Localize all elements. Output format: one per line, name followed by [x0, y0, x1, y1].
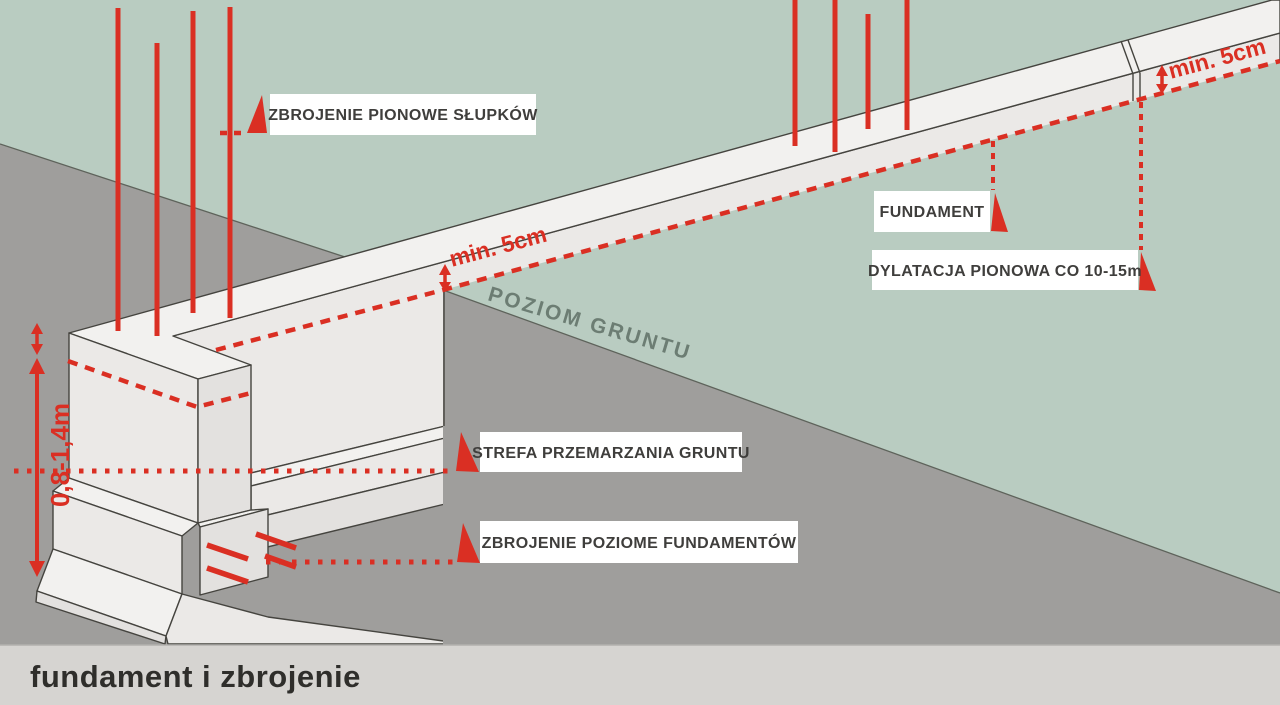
page-title: fundament i zbrojenie [30, 659, 361, 694]
label-flag-icon [247, 95, 267, 133]
label-flag-icon [1139, 252, 1156, 291]
title-bar [0, 645, 1280, 705]
label-frost-zone: STREFA PRZEMARZANIA GRUNTU [456, 432, 750, 472]
label-expansion-joint: DYLATACJA PIONOWA CO 10-15m [868, 250, 1156, 291]
min-clearance-arrow-mid [439, 264, 451, 292]
rebar-line [264, 553, 297, 570]
label-text: ZBROJENIE PIONOWE SŁUPKÓW [268, 105, 538, 124]
label-text: ZBROJENIE POZIOME FUNDAMENTÓW [482, 533, 797, 552]
vertical-rebar-right-group [792, 0, 910, 152]
label-flag-icon [456, 432, 479, 472]
rebar-line [206, 542, 249, 562]
ground-edge-left [0, 143, 346, 258]
horizontal-rebar-group [206, 531, 297, 585]
expansion-joint-groove [1120, 39, 1141, 101]
label-foundation: FUNDAMENT [874, 191, 1008, 232]
base-step-front [35, 590, 167, 645]
label-text: FUNDAMENT [880, 204, 985, 221]
ground-level-dashed-line [215, 58, 1280, 353]
label-text: STREFA PRZEMARZANIA GRUNTU [472, 445, 750, 462]
label-vertical-rebar: ZBROJENIE PIONOWE SŁUPKÓW [247, 94, 538, 135]
min-clearance-arrow-right [1156, 65, 1168, 94]
foundation-depth-text: 0,8-1,4m [45, 403, 75, 507]
label-text: DYLATACJA PIONOWA CO 10-15m [868, 263, 1142, 280]
label-horizontal-rebar: ZBROJENIE POZIOME FUNDAMENTÓW [457, 521, 798, 563]
depth-dimension-arrows [29, 323, 45, 577]
ground-surface-near-wedge [443, 61, 1280, 593]
corner-pillar-end-face [197, 364, 252, 524]
label-flag-icon [991, 193, 1008, 232]
ground-level-dashed-line-pillar [67, 358, 252, 410]
ground-edge-right [442, 289, 1280, 594]
vertical-rebar-left-group [115, 7, 233, 336]
label-flag-icon [457, 523, 480, 563]
rebar-line [255, 531, 297, 551]
rebar-line [206, 565, 249, 585]
